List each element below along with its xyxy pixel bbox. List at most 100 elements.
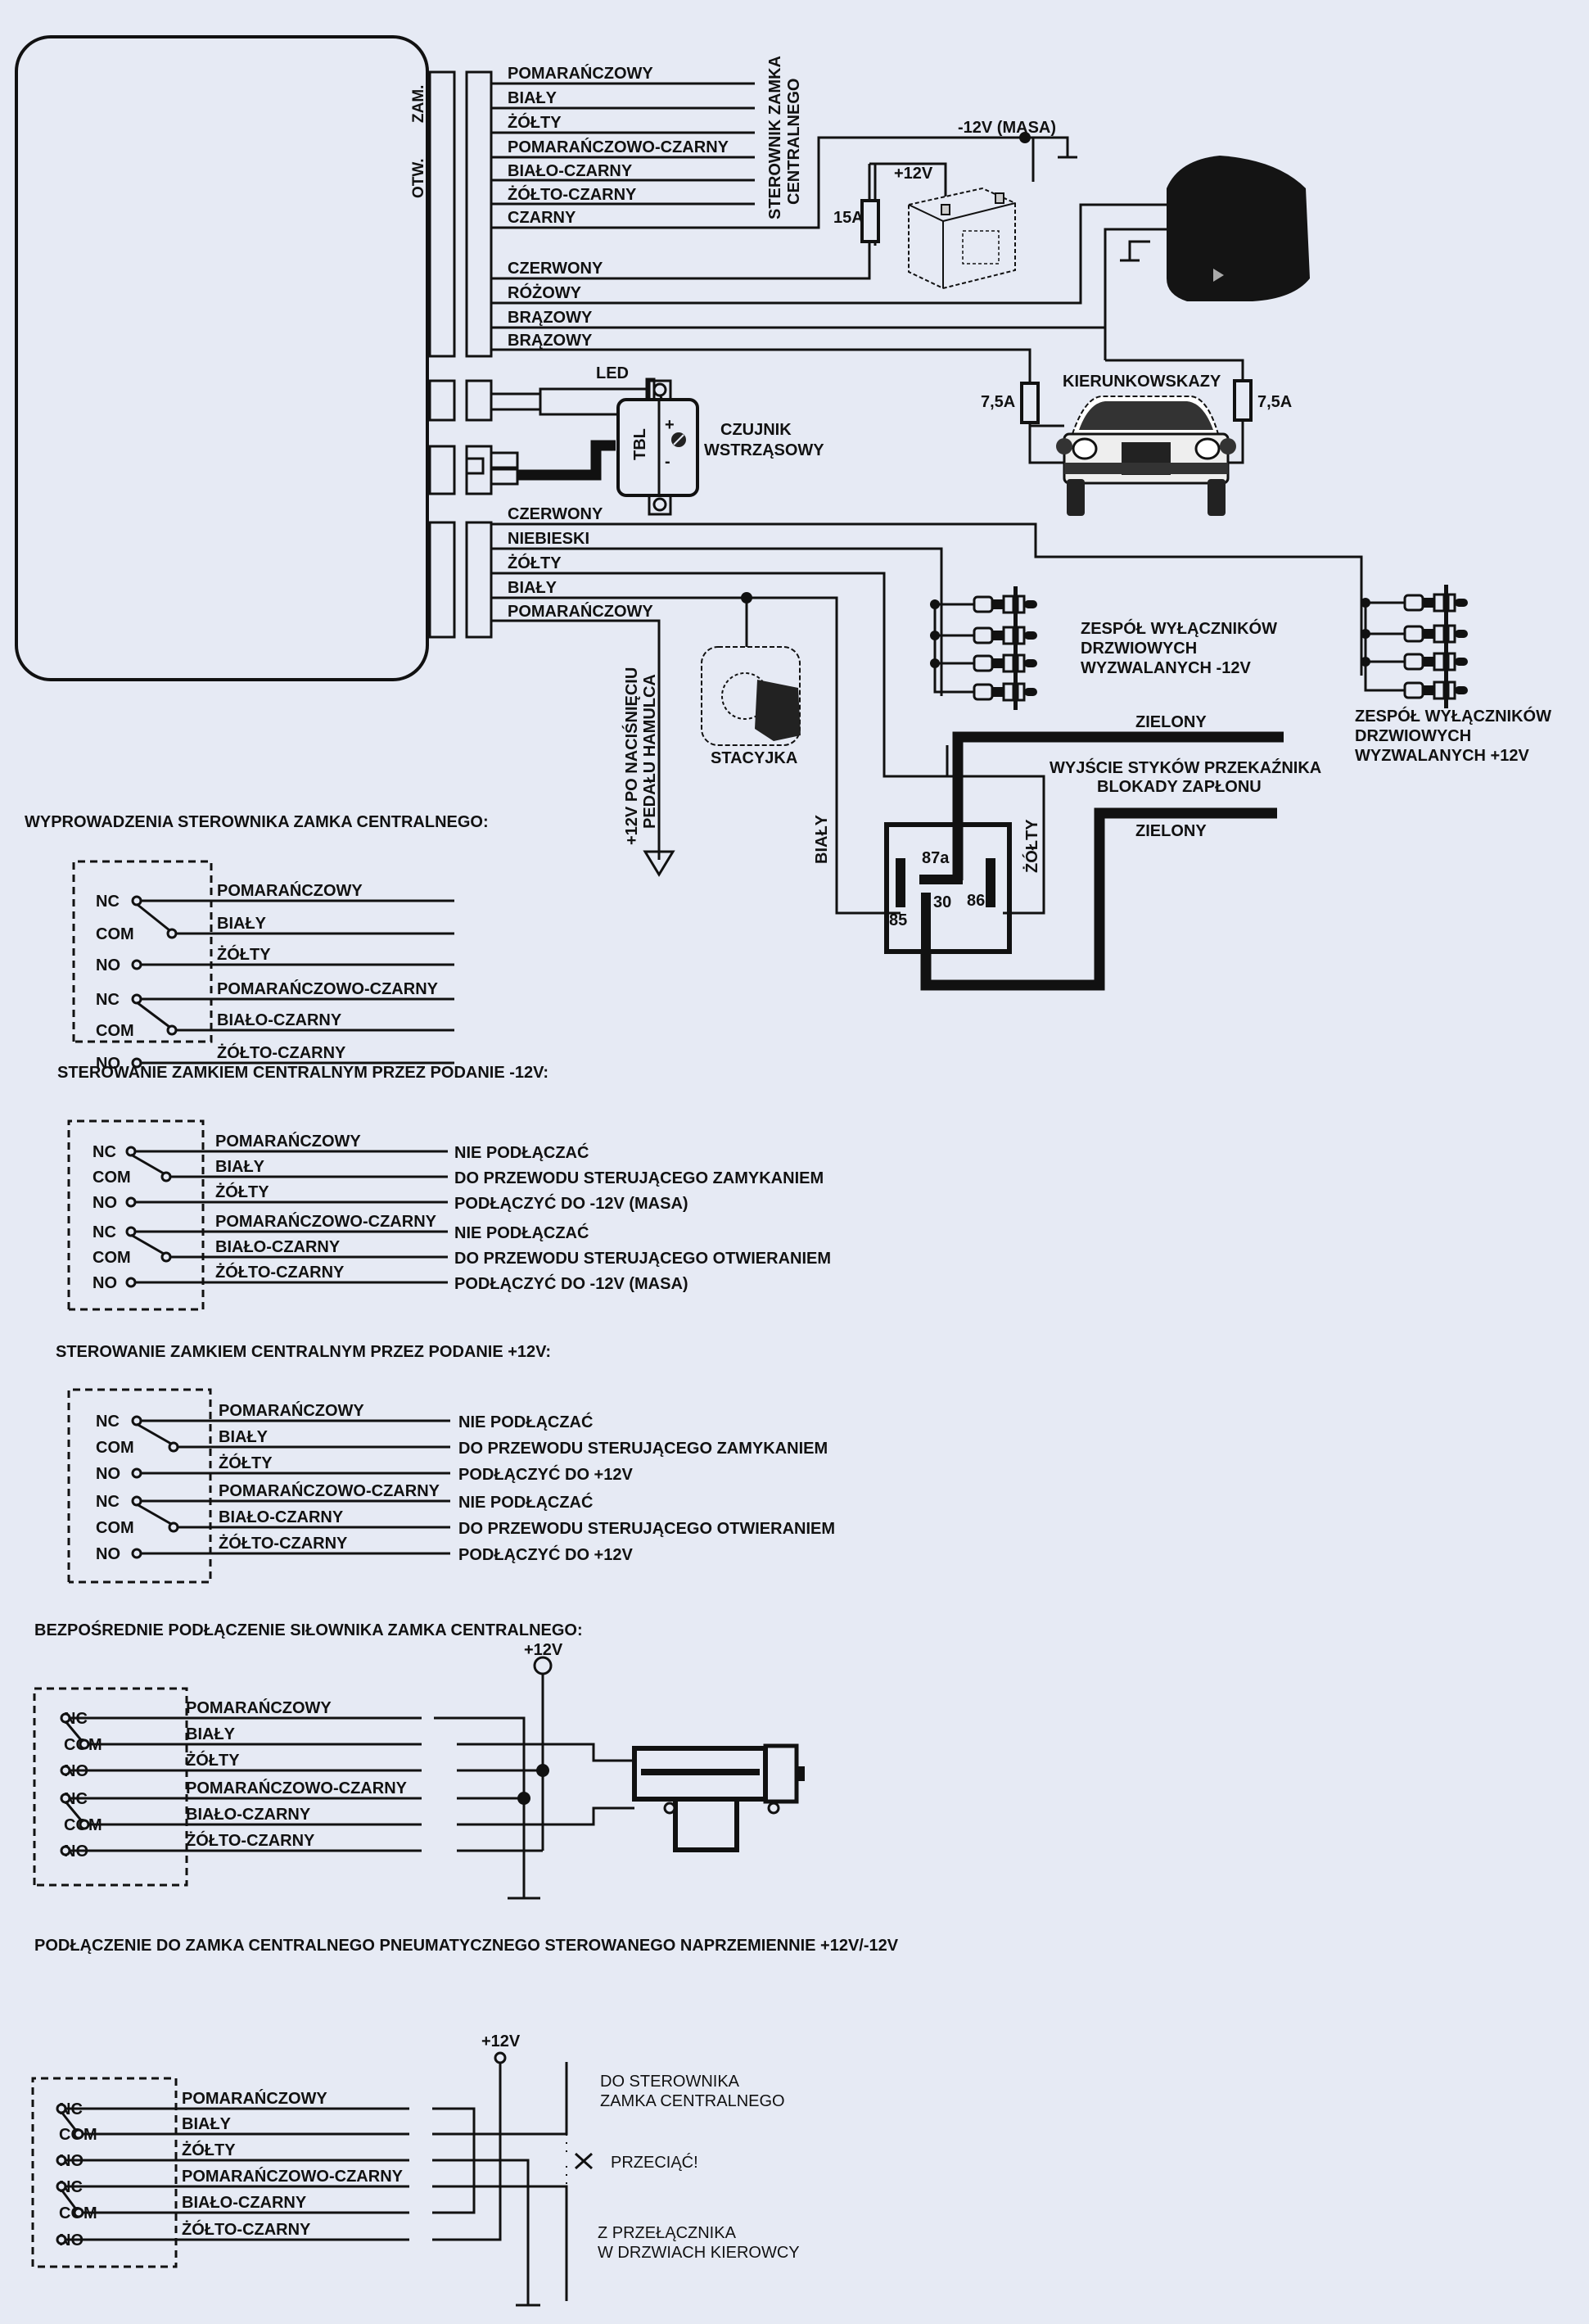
terminal xyxy=(56,2181,67,2192)
terminal xyxy=(125,1226,137,1237)
switch-arm xyxy=(60,2111,78,2132)
fuse-15a-label: 15A xyxy=(833,209,864,227)
brake-label-2: PEDAŁU HAMULCA xyxy=(641,674,659,829)
contact-label: COM xyxy=(93,1169,131,1187)
wire-label: POMARAŃCZOWY xyxy=(217,881,363,900)
door-switch-icon xyxy=(935,674,1037,710)
wire-label: POMARAŃCZOWY xyxy=(186,1698,332,1717)
terminal xyxy=(160,1251,172,1263)
socket-led-2 xyxy=(465,379,493,422)
wire-label: POMARAŃCZOWY xyxy=(182,2089,327,2108)
relay-output-2: BLOKADY ZAPŁONU xyxy=(1097,778,1262,796)
wire-label: BIAŁO-CZARNY xyxy=(217,1011,342,1029)
wire-label: BIAŁY xyxy=(182,2115,232,2133)
relay-pin-30: 30 xyxy=(933,893,951,911)
switch-arm xyxy=(64,1720,84,1742)
wire-label: ŻÓŁTO-CZARNY xyxy=(215,1262,345,1282)
ignition-label: STACYJKA xyxy=(711,749,797,767)
terminal xyxy=(73,2207,84,2218)
socket-sensor-1 xyxy=(428,445,456,495)
terminal xyxy=(166,1024,178,1036)
wire-label: POMARAŃCZOWO-CZARNY xyxy=(182,2167,404,2186)
supply-terminal xyxy=(494,2051,507,2064)
led-label: LED xyxy=(596,364,629,382)
contact-label: COM xyxy=(96,1519,134,1537)
battery-group: -12V (MASA) 15A +12V xyxy=(819,119,1077,290)
switch-arm xyxy=(136,902,170,932)
door-switch-icon xyxy=(930,645,1037,681)
door-switches-pos: ZESPÓŁ WYŁĄCZNIKÓW DRZWIOWYCH WYZWALANYC… xyxy=(1355,585,1551,765)
wire-label: CZERWONY xyxy=(508,260,603,278)
section-title: STEROWANIE ZAMKIEM CENTRALNYM PRZEZ PODA… xyxy=(56,1343,551,1361)
lock-controller-label-2: CENTRALNEGO xyxy=(785,79,803,205)
door-switch-icon xyxy=(1361,644,1468,680)
terminal xyxy=(125,1196,137,1208)
wire-label: ŻÓŁTY xyxy=(182,2140,236,2159)
socket-main-2 xyxy=(465,70,493,358)
contact-label: COM xyxy=(93,1249,131,1267)
wire-note: NIE PODŁĄCZAĆ xyxy=(458,1412,593,1431)
fuse-15a xyxy=(860,199,880,243)
door-switch-icon xyxy=(1361,585,1468,621)
section-plus-12v: STEROWANIE ZAMKIEM CENTRALNYM PRZEZ PODA… xyxy=(56,1343,835,1584)
contact-label: NC xyxy=(96,893,120,911)
fuse-right-7-5a xyxy=(1233,379,1253,422)
switch-arm xyxy=(136,1422,172,1445)
shock-label-1: CZUJNIK xyxy=(720,421,792,439)
plus-12v-label: +12V xyxy=(894,165,933,183)
wire-label: BIAŁO-CZARNY xyxy=(186,1806,311,1824)
terminal xyxy=(60,1793,71,1804)
relay-green-top: ZIELONY xyxy=(1135,713,1207,731)
wire-note: PODŁĄCZYĆ DO -12V (MASA) xyxy=(454,1273,688,1293)
indicators-group: 7,5A 7,5A KIERUNKOWSKAZY xyxy=(981,350,1292,516)
contact-label: COM xyxy=(96,1439,134,1457)
contact-row: NC POMARAŃCZOWY xyxy=(96,881,454,932)
contact-label: NO xyxy=(96,1465,120,1483)
power-wires: CZERWONY RÓŻOWY BRĄZOWY BRĄZOWY xyxy=(491,164,1167,383)
to-controller-2: ZAMKA CENTRALNEGO xyxy=(600,2092,785,2110)
socket-input-2 xyxy=(465,521,493,639)
control-unit-body xyxy=(15,35,429,681)
wire-label: BIAŁO-CZARNY xyxy=(182,2194,307,2212)
relay-body xyxy=(884,822,1012,954)
alarm-control-unit: OTW. ZAM. xyxy=(15,35,493,681)
fuse-left-label: 7,5A xyxy=(981,393,1015,411)
wire-label: ŻÓŁTY xyxy=(215,1182,269,1201)
terminal xyxy=(168,1521,179,1533)
terminal xyxy=(56,2234,67,2245)
terminal xyxy=(168,1441,179,1453)
terminal xyxy=(131,1415,142,1427)
wire-note: PODŁĄCZYĆ DO -12V (MASA) xyxy=(454,1193,688,1213)
wire-label: RÓŻOWY xyxy=(508,283,582,302)
wire-label: POMARAŃCZOWO-CZARNY xyxy=(217,979,439,998)
socket-led-1 xyxy=(428,379,456,422)
contact-label: NO xyxy=(93,1274,117,1292)
door-pos-label-2: DRZWIOWYCH xyxy=(1355,727,1471,745)
terminal xyxy=(166,928,178,939)
wire-label: BIAŁY xyxy=(508,579,558,597)
wire-label: BIAŁY xyxy=(508,89,558,107)
terminal xyxy=(131,993,142,1005)
contact-label: NC xyxy=(93,1143,116,1161)
lock-actuator-icon xyxy=(632,1743,805,1852)
section-pneumatic: PODŁĄCZENIE DO ZAMKA CENTRALNEGO PNEUMAT… xyxy=(31,1937,899,2307)
relay-green-bottom: ZIELONY xyxy=(1135,822,1207,840)
battery-icon xyxy=(908,187,1016,290)
from-switch-2: W DRZWIACH KIEROWCY xyxy=(598,2244,800,2262)
lock-controller-label-1: STEROWNIK ZAMKA xyxy=(766,56,784,219)
contact-label: COM xyxy=(96,1022,134,1040)
terminal xyxy=(56,2103,67,2114)
cut-label: PRZECIĄĆ! xyxy=(611,2153,698,2172)
wire-note: DO PRZEWODU STERUJĄCEGO ZAMYKANIEM xyxy=(454,1169,824,1187)
door-neg-label-3: WYZWALANYCH -12V xyxy=(1081,659,1251,677)
contact-label: NC xyxy=(96,991,120,1009)
